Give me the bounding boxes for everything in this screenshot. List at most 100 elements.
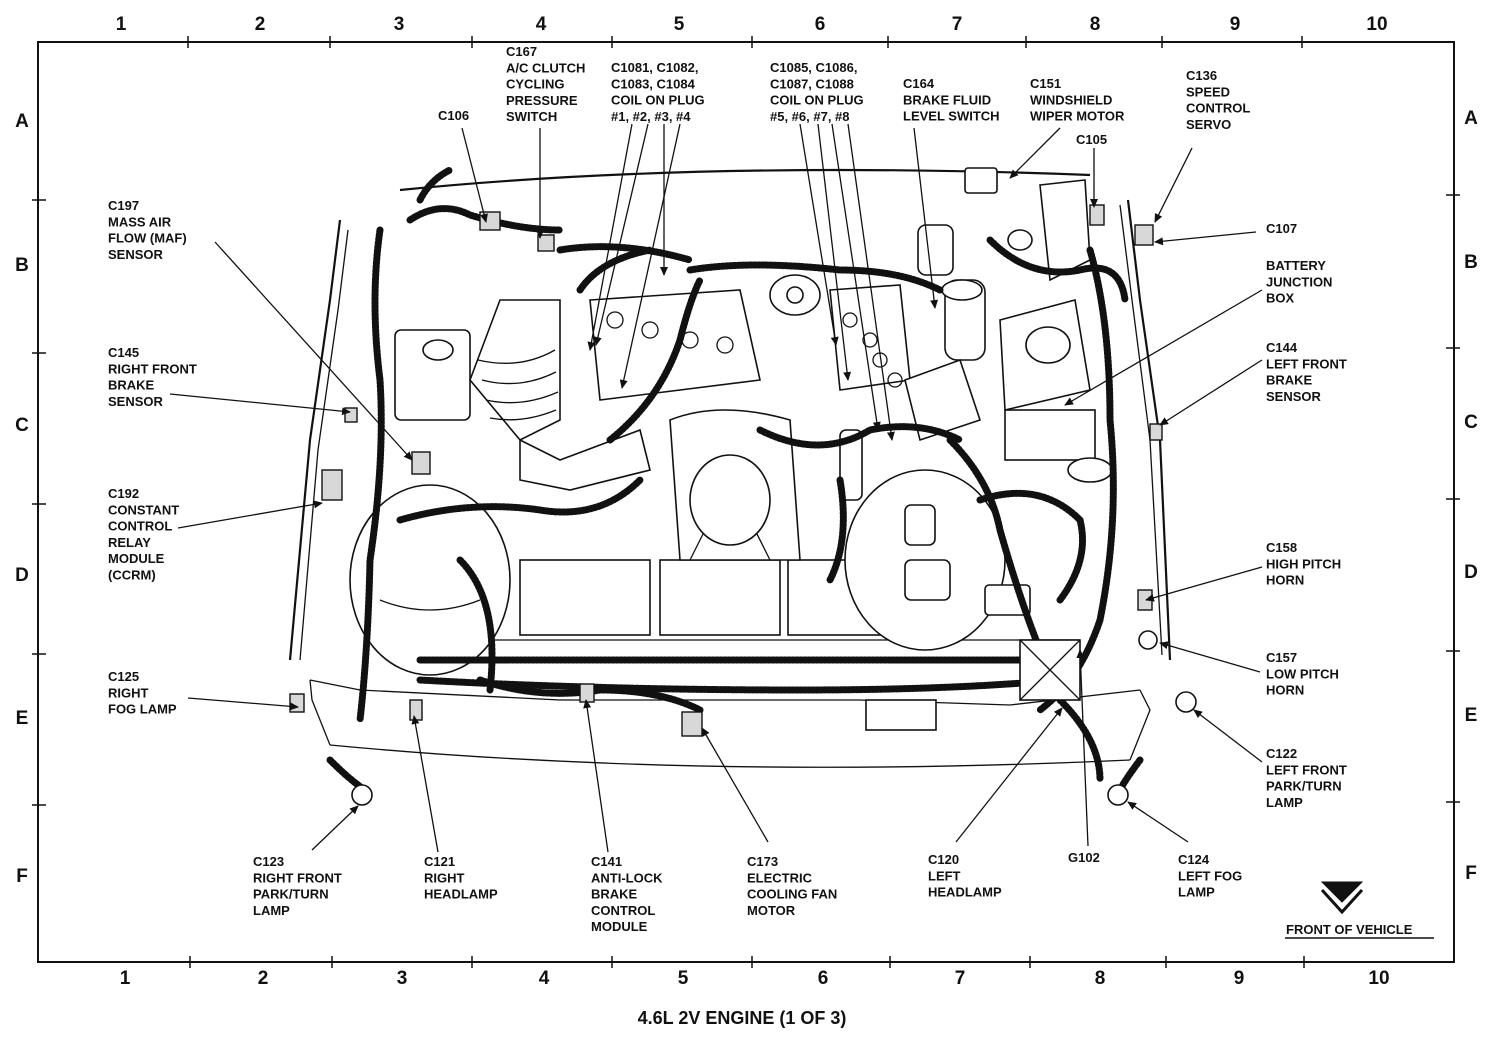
callout-line: C192 xyxy=(108,486,139,501)
grid-column-top: 5 xyxy=(674,14,685,35)
callout-line: BRAKE xyxy=(1266,373,1313,388)
callout-line: FLOW (MAF) xyxy=(108,231,187,246)
callout-line: C1087, C1088 xyxy=(770,76,854,91)
grid-column-top: 1 xyxy=(116,14,127,35)
grid-row-right: C xyxy=(1464,412,1478,433)
callout-line: FOG LAMP xyxy=(108,702,177,717)
callout-line: COIL ON PLUG xyxy=(611,93,705,108)
callout-line: C1083, C1084 xyxy=(611,76,696,91)
callout-line: C158 xyxy=(1266,540,1297,555)
callout-line: CYCLING xyxy=(506,77,565,92)
diagram-frame xyxy=(37,41,1455,963)
grid-column-bottom: 10 xyxy=(1368,968,1389,989)
grid-column-top: 8 xyxy=(1090,14,1101,35)
callout-line: BOX xyxy=(1266,291,1295,306)
callout-line: G102 xyxy=(1068,850,1100,865)
callout-line: C124 xyxy=(1178,852,1210,867)
callout-line: HORN xyxy=(1266,683,1304,698)
callout-line: C122 xyxy=(1266,746,1297,761)
callout-line: LAMP xyxy=(1178,885,1215,900)
callout-line: SENSOR xyxy=(108,247,164,262)
callout-line: ANTI-LOCK xyxy=(591,870,663,885)
callout-line: ELECTRIC xyxy=(747,870,813,885)
grid-column-top: 2 xyxy=(255,14,266,35)
grid-row-right: B xyxy=(1464,252,1478,273)
grid-column-top: 9 xyxy=(1230,14,1241,35)
callout-line: C141 xyxy=(591,854,622,869)
callout-line: #1, #2, #3, #4 xyxy=(611,109,691,124)
callout-line: LOW PITCH xyxy=(1266,666,1339,681)
grid-row-right: A xyxy=(1464,108,1478,129)
grid-column-bottom: 2 xyxy=(258,968,269,989)
grid-row-left: A xyxy=(15,111,29,132)
grid-column-bottom: 4 xyxy=(539,968,550,989)
callout-g102: G102 xyxy=(1068,850,1100,865)
callout-line: WINDSHIELD xyxy=(1030,92,1112,107)
grid-column-top: 10 xyxy=(1366,14,1387,35)
callout-line: LEFT xyxy=(928,868,961,883)
grid-row-left: F xyxy=(16,866,28,887)
callout-line: PRESSURE xyxy=(506,93,578,108)
callout-c105: C105 xyxy=(1076,132,1107,147)
callout-line: HEADLAMP xyxy=(424,887,498,902)
callout-line: #5, #6, #7, #8 xyxy=(770,109,850,124)
grid-row-left: E xyxy=(16,708,29,729)
callout-line: (CCRM) xyxy=(108,568,156,583)
callout-line: A/C CLUTCH xyxy=(506,60,585,75)
callout-line: C107 xyxy=(1266,221,1297,236)
callout-line: PARK/TURN xyxy=(1266,779,1342,794)
grid-row-right: D xyxy=(1464,562,1478,583)
callout-line: C1085, C1086, xyxy=(770,60,857,75)
callout-line: HIGH PITCH xyxy=(1266,556,1341,571)
callout-line: C121 xyxy=(424,854,455,869)
callout-line: RIGHT xyxy=(424,870,465,885)
callout-line: C157 xyxy=(1266,650,1297,665)
callout-line: COOLING FAN xyxy=(747,887,837,902)
grid-column-top: 7 xyxy=(952,14,963,35)
grid-row-left: B xyxy=(15,255,29,276)
callout-c106: C106 xyxy=(438,108,469,123)
callout-line: CONTROL xyxy=(1186,101,1250,116)
grid-column-top: 4 xyxy=(536,14,547,35)
callout-line: C164 xyxy=(903,76,935,91)
callout-line: SPEED xyxy=(1186,84,1230,99)
grid-column-bottom: 8 xyxy=(1095,968,1106,989)
grid-column-bottom: 3 xyxy=(397,968,408,989)
callout-line: C120 xyxy=(928,852,959,867)
callout-line: HEADLAMP xyxy=(928,885,1002,900)
grid-row-right: E xyxy=(1465,705,1478,726)
grid-column-bottom: 6 xyxy=(818,968,829,989)
callout-line: LEFT FOG xyxy=(1178,868,1242,883)
callout-line: BATTERY xyxy=(1266,258,1326,273)
engine-bay-illustration xyxy=(288,166,1197,806)
callout-line: C136 xyxy=(1186,68,1217,83)
grid-column-top: 3 xyxy=(394,14,405,35)
grid-column-bottom: 7 xyxy=(955,968,966,989)
callout-line: LEFT FRONT xyxy=(1266,356,1347,371)
grid-row-right: F xyxy=(1465,863,1477,884)
callout-line: C144 xyxy=(1266,340,1298,355)
callout-line: C106 xyxy=(438,108,469,123)
callout-line: LEFT FRONT xyxy=(1266,762,1347,777)
callout-line: LAMP xyxy=(253,903,290,918)
grid-row-left: C xyxy=(15,415,29,436)
grid-column-bottom: 9 xyxy=(1234,968,1245,989)
callout-line: PARK/TURN xyxy=(253,887,329,902)
